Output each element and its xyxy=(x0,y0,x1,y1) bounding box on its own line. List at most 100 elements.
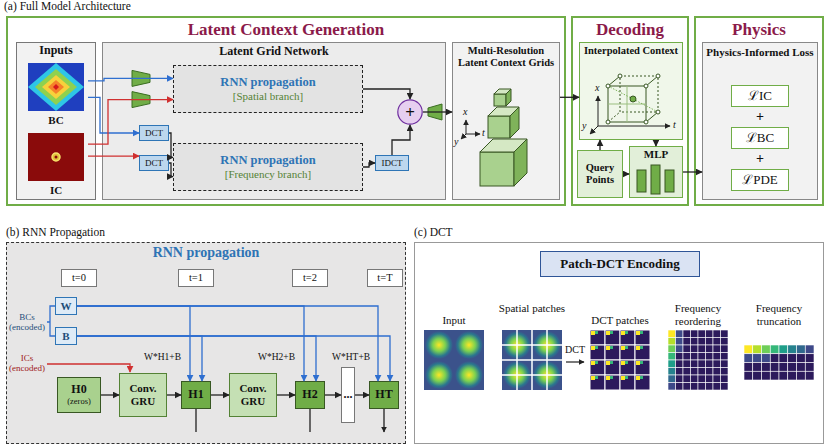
dct-panel: (c) DCTPatch-DCT Encoding xyxy=(414,242,824,444)
frequency-cell xyxy=(698,383,706,391)
label-slot: Input xyxy=(424,314,484,327)
node-title: ℒIC xyxy=(748,89,772,104)
hidden-state: H1 xyxy=(181,381,211,409)
connector-arrow xyxy=(169,163,173,177)
plus-sign: + xyxy=(755,151,765,167)
dct-cell xyxy=(595,346,598,349)
dct-cell xyxy=(591,376,595,380)
node-title: Physics-Informed Loss xyxy=(706,46,813,59)
input-image: IC xyxy=(24,131,88,197)
frequency-cell xyxy=(779,371,788,380)
ic-heatmap xyxy=(28,133,84,181)
frequency-cell xyxy=(744,363,753,372)
transform-label: DCT xyxy=(562,344,588,356)
time-box: t=T xyxy=(367,269,403,287)
frequency-cell xyxy=(668,383,676,391)
frequency-cell xyxy=(706,345,714,353)
frequency-cell xyxy=(805,363,814,372)
dct-cell xyxy=(640,331,643,334)
label-slot: Frequency reordering xyxy=(663,302,733,327)
node-title: Inputs xyxy=(39,44,72,58)
module-panel: Latent Context GenerationInputsBCICLaten… xyxy=(6,16,566,206)
frequency-cell xyxy=(713,330,721,338)
dct-cell xyxy=(640,346,643,349)
node-title: Conv. GRU xyxy=(230,382,276,407)
network-box: Latent Grid NetworkRNN propagation[Spati… xyxy=(102,42,446,200)
frequency-cell xyxy=(770,345,779,354)
dct-cell xyxy=(590,360,605,375)
axis-label: x xyxy=(463,106,467,118)
label-slot: + xyxy=(755,151,765,167)
node-title: Latent Context Generation xyxy=(188,20,384,40)
frequency-cell xyxy=(691,345,699,353)
dct-cell xyxy=(621,346,625,350)
frequency-cell xyxy=(744,371,753,380)
branch-box: RNN propagation[Spatial branch] xyxy=(173,65,363,113)
axis-label: t xyxy=(482,127,485,139)
frequency-cell xyxy=(788,354,797,363)
step-label: DCT patches xyxy=(585,314,655,327)
connector-arrow xyxy=(655,140,656,146)
label-slot: Frequency truncation xyxy=(744,302,814,327)
node-title: ℒPDE xyxy=(742,173,778,188)
dct-cell xyxy=(610,376,613,379)
node-title: t=1 xyxy=(189,272,203,284)
dct-block: DCT xyxy=(139,125,169,141)
node-title: H1 xyxy=(188,388,203,402)
frequency-cell xyxy=(668,330,676,338)
frequency-cell xyxy=(676,345,684,353)
frequency-cell xyxy=(753,363,762,372)
label-slot: x xyxy=(595,82,599,94)
node-title: Interpolated Context xyxy=(584,45,678,57)
gru-box: Conv. GRU xyxy=(119,373,167,417)
frequency-cell xyxy=(698,360,706,368)
connector-arrow xyxy=(599,140,600,150)
dct-cell xyxy=(621,331,625,335)
connector-arrow xyxy=(277,394,295,395)
frequency-cell xyxy=(698,330,706,338)
frequency-cell xyxy=(683,368,691,376)
frequency-cell xyxy=(721,353,729,361)
frequency-cell xyxy=(788,345,797,354)
frequency-cell xyxy=(770,371,779,380)
frequency-cell xyxy=(668,353,676,361)
idct-block: IDCT xyxy=(375,155,409,171)
frequency-cell xyxy=(721,330,729,338)
dct-cell xyxy=(636,331,640,335)
update-label: W*H1+B xyxy=(144,352,181,363)
dct-cell xyxy=(620,345,635,360)
dct-cell xyxy=(635,375,650,390)
frequency-cell xyxy=(691,353,699,361)
frequency-cell xyxy=(691,383,699,391)
connector-arrow xyxy=(77,306,190,381)
frequency-cell xyxy=(691,330,699,338)
loss-term: ℒPDE xyxy=(731,169,789,191)
dct-cell xyxy=(595,361,598,364)
rnn-wires xyxy=(47,306,384,432)
module-panel: DecodingInterpolated ContextQuery Points… xyxy=(571,16,689,206)
dct-cell xyxy=(605,345,620,360)
frequency-cell xyxy=(683,375,691,383)
connector-arrow xyxy=(211,394,229,395)
label-slot: DCT patches xyxy=(585,314,655,327)
frequency-cell xyxy=(706,368,714,376)
node-subtitle: (zeros) xyxy=(67,397,91,407)
frequency-cell xyxy=(713,353,721,361)
node-title: ℒBC xyxy=(746,131,774,146)
frequency-cell xyxy=(668,375,676,383)
frequency-cell xyxy=(683,330,691,338)
dct-cell xyxy=(610,361,613,364)
node-title: IDCT xyxy=(382,158,403,168)
frequency-cell xyxy=(805,345,814,354)
frequency-cell xyxy=(706,353,714,361)
connector-arrow xyxy=(88,155,139,156)
frequency-cell xyxy=(706,330,714,338)
label-slot: y xyxy=(582,120,586,132)
dct-cell xyxy=(605,360,620,375)
frequency-cell xyxy=(753,371,762,380)
axis-label: y xyxy=(454,136,458,148)
dct-cell xyxy=(606,331,610,335)
frequency-cell xyxy=(676,330,684,338)
